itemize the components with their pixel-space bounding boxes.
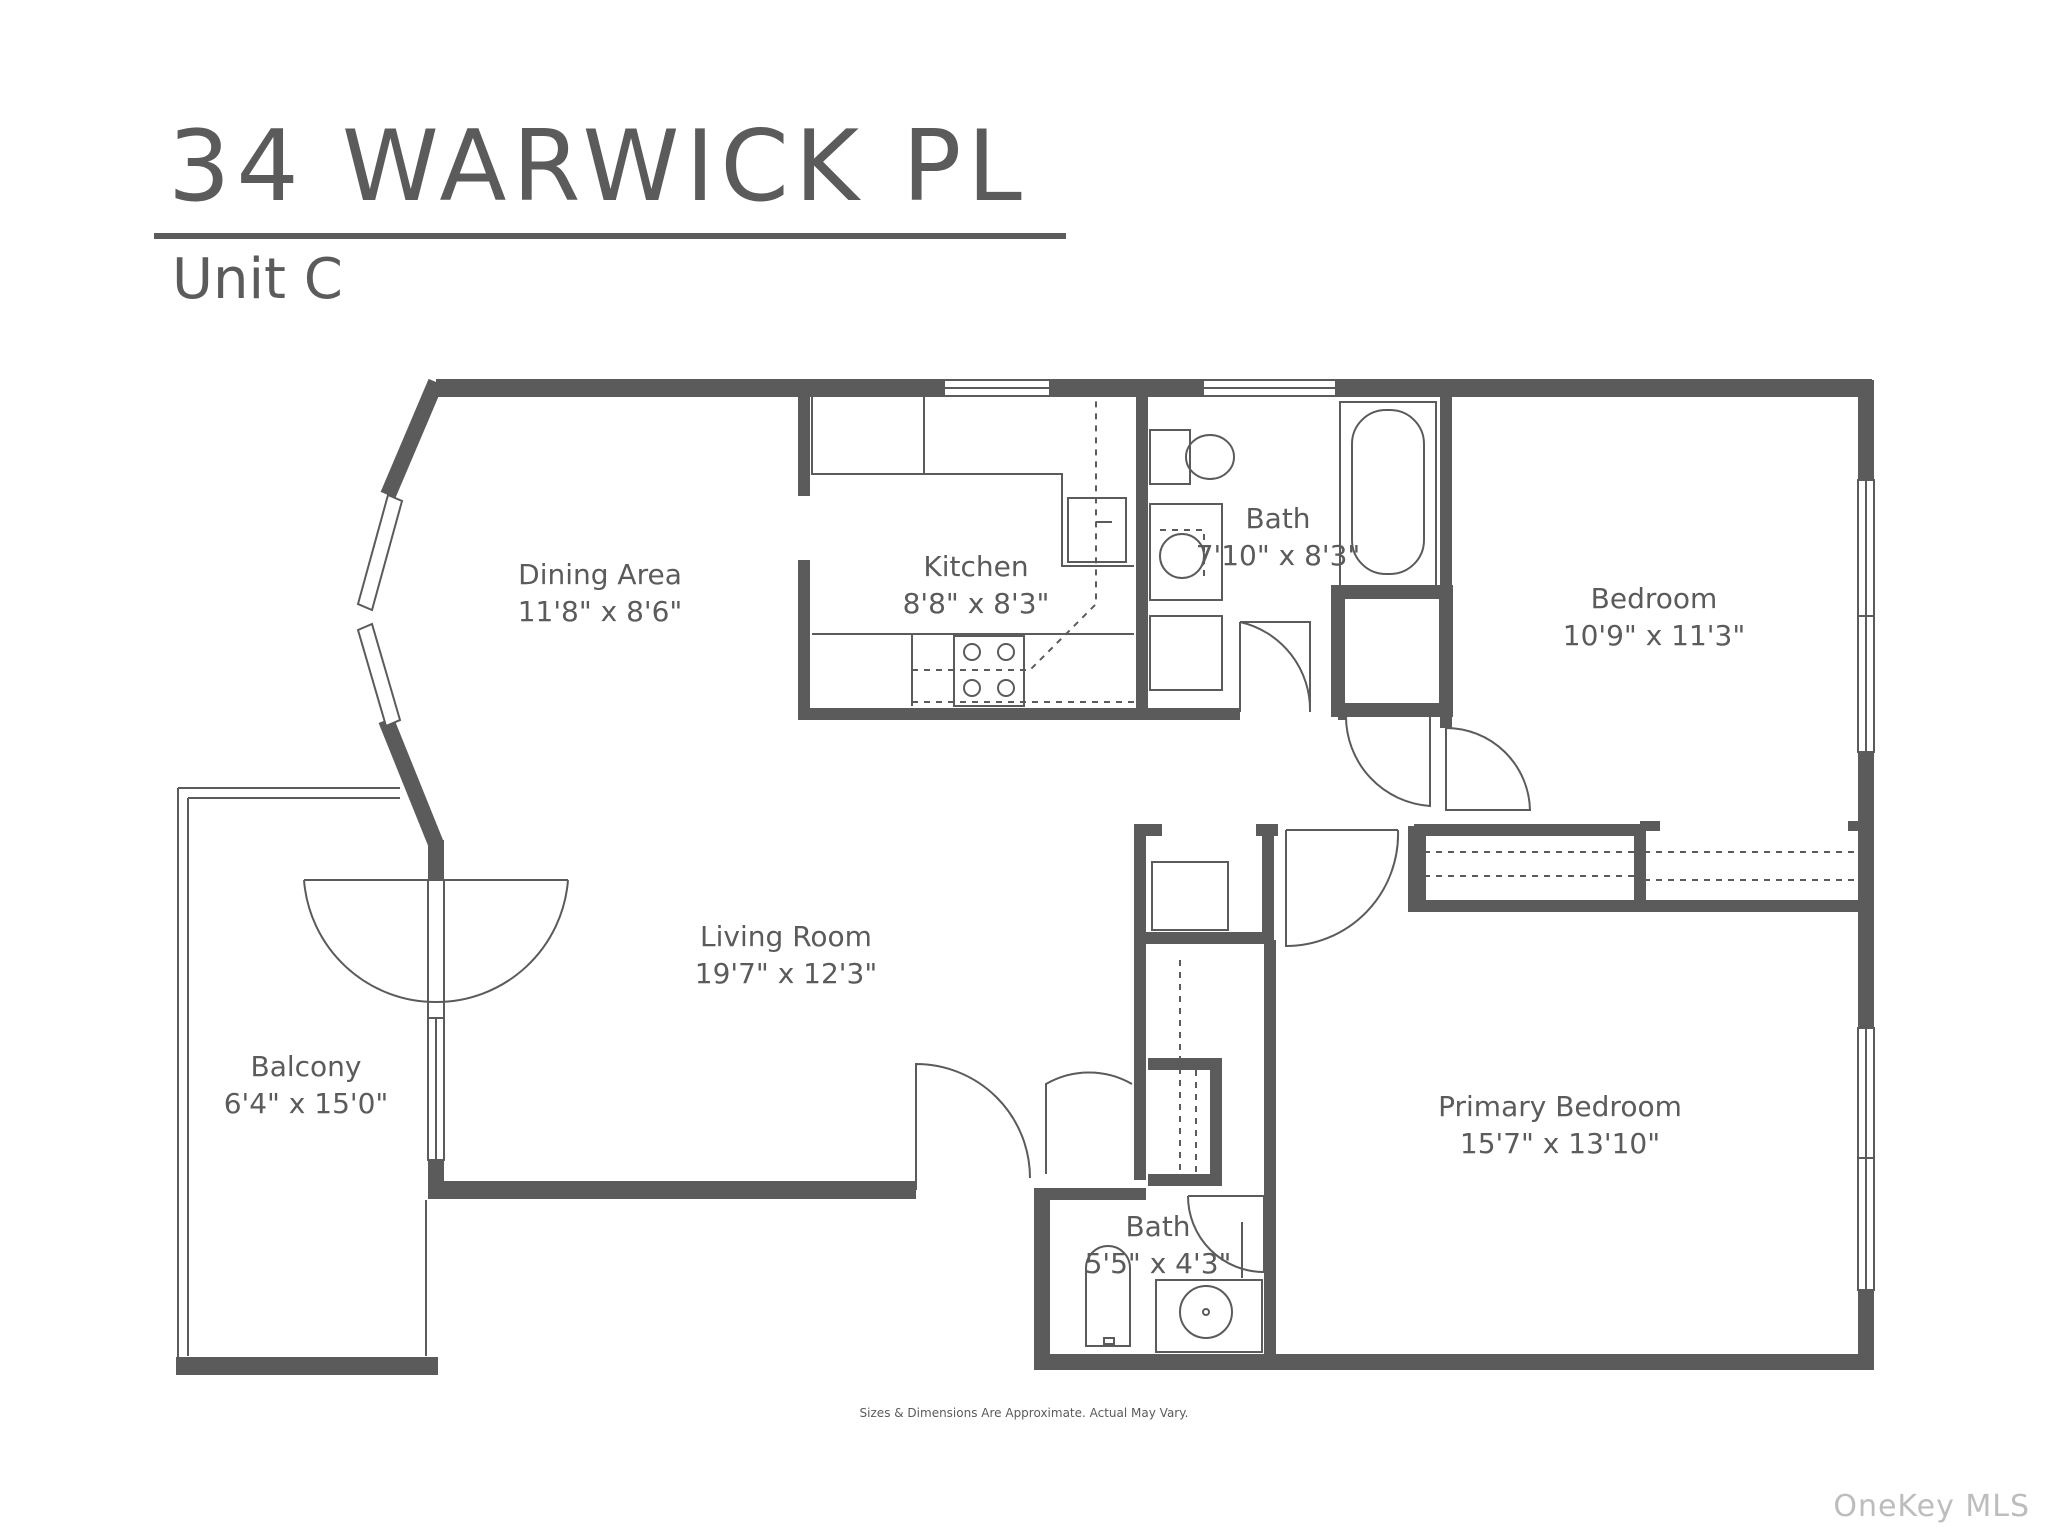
closet-door bbox=[1045, 1071, 1133, 1174]
bathtub bbox=[1339, 401, 1437, 587]
windows bbox=[356, 379, 1875, 1291]
room-label-bath-small: Bath 5'5" x 4'3" bbox=[1085, 1208, 1232, 1282]
room-dims-living: 19'7" x 12'3" bbox=[694, 957, 878, 990]
small-bath-toilet bbox=[1085, 1245, 1131, 1347]
primary-closet-1 bbox=[1151, 861, 1229, 931]
room-label-bath-top: Bath 7'10" x 8'3" bbox=[1196, 500, 1361, 574]
room-dims-primary: 15'7" x 13'10" bbox=[1459, 1127, 1661, 1160]
linen-closet-wall bbox=[1148, 1058, 1222, 1186]
balcony-door-swing bbox=[303, 879, 569, 1004]
kitchen-counter-side bbox=[924, 473, 1134, 567]
room-label-balcony: Balcony 6'4" x 15'0" bbox=[224, 1048, 389, 1122]
room-dims-bedroom: 10'9" x 11'3" bbox=[1562, 619, 1746, 652]
stove bbox=[953, 635, 1025, 707]
closet-box bbox=[1331, 585, 1453, 717]
hall-closet-wall bbox=[1134, 824, 1278, 1180]
address-title: 34 WARWICK PL bbox=[168, 110, 1028, 224]
closet-shelf-row bbox=[1424, 851, 1862, 881]
room-name-bath-small: Bath bbox=[1125, 1210, 1191, 1243]
closet-door-2 bbox=[1344, 715, 1431, 808]
window-angled-upper bbox=[356, 493, 404, 612]
entry-door bbox=[915, 1062, 1031, 1190]
room-label-primary: Primary Bedroom 15'7" x 13'10" bbox=[1438, 1088, 1682, 1162]
kitchen-counter-upper bbox=[811, 396, 925, 475]
exterior-wall-angled-upper bbox=[380, 378, 444, 499]
closet-row-walls bbox=[1414, 824, 1870, 912]
bath-door bbox=[1239, 621, 1312, 713]
room-label-bedroom: Bedroom 10'9" x 11'3" bbox=[1563, 580, 1745, 654]
primary-door bbox=[1285, 829, 1400, 948]
room-dims-bath-small: 5'5" x 4'3" bbox=[1084, 1247, 1232, 1280]
bath-small-door bbox=[1187, 1195, 1265, 1274]
room-name-bath-top: Bath bbox=[1245, 502, 1311, 535]
kitchen-sink bbox=[1067, 497, 1127, 563]
room-label-kitchen: Kitchen 8'8" x 8'3" bbox=[903, 548, 1050, 622]
room-dims-kitchen: 8'8" x 8'3" bbox=[902, 587, 1050, 620]
balcony-outline bbox=[177, 787, 427, 1370]
room-name-bedroom: Bedroom bbox=[1590, 582, 1718, 615]
room-name-primary: Primary Bedroom bbox=[1438, 1090, 1682, 1123]
room-name-living: Living Room bbox=[700, 920, 872, 953]
vanity-top bbox=[1149, 615, 1223, 691]
room-dims-dining: 11'8" x 8'6" bbox=[517, 595, 683, 628]
room-dims-bath-top: 7'10" x 8'3" bbox=[1195, 539, 1361, 572]
sliding-door bbox=[427, 879, 445, 1019]
doors bbox=[303, 621, 1532, 1274]
room-label-dining: Dining Area 11'8" x 8'6" bbox=[518, 556, 683, 630]
exterior-wall-angled-lower bbox=[378, 717, 444, 847]
toilet-top bbox=[1149, 429, 1191, 485]
room-dims-balcony: 6'4" x 15'0" bbox=[223, 1087, 389, 1120]
disclaimer-text: Sizes & Dimensions Are Approximate. Actu… bbox=[859, 1406, 1189, 1420]
hall-closet-dashed bbox=[1179, 960, 1197, 1176]
watermark-text: OneKey MLS bbox=[1833, 1489, 2030, 1524]
room-label-living: Living Room 19'7" x 12'3" bbox=[695, 918, 877, 992]
room-name-kitchen: Kitchen bbox=[923, 550, 1029, 583]
room-name-dining: Dining Area bbox=[518, 558, 682, 591]
fixtures bbox=[811, 396, 1862, 1353]
bedroom-door bbox=[1445, 727, 1532, 811]
small-bath-sink bbox=[1155, 1279, 1263, 1353]
sink-top bbox=[1149, 503, 1223, 601]
window-angled-lower bbox=[356, 622, 402, 728]
title-underline bbox=[154, 233, 1066, 239]
room-name-balcony: Balcony bbox=[250, 1050, 362, 1083]
unit-subtitle: Unit C bbox=[172, 247, 343, 312]
